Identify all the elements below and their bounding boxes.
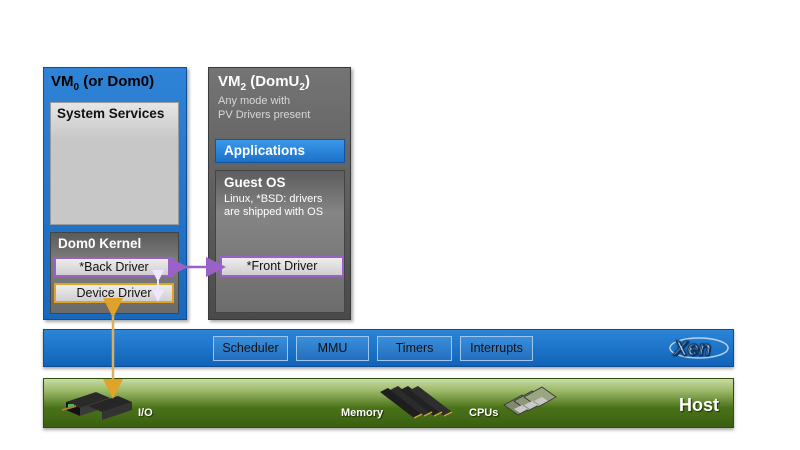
front-driver-box: *Front Driver [220, 256, 344, 277]
xen-logo: Xen [668, 335, 730, 361]
dom0-kernel-label: Dom0 Kernel [58, 236, 142, 251]
cpus-label: CPUs [469, 407, 499, 419]
svg-text:Xen: Xen [673, 338, 711, 360]
system-services-box [50, 102, 179, 225]
vm0-title: VM0 (or Dom0) [51, 73, 155, 93]
io-label: I/O [138, 407, 153, 419]
guest-os-label: Guest OS [224, 175, 286, 190]
vm2-subtitle: Any mode with PV Drivers present [218, 95, 311, 121]
io-device-icon [62, 392, 132, 420]
system-services-label: System Services [57, 106, 165, 121]
back-driver-box: *Back Driver [54, 257, 174, 277]
interrupts-box: Interrupts [460, 336, 533, 361]
host-bar [43, 378, 734, 428]
memory-icon [380, 386, 453, 419]
memory-label: Memory [341, 407, 384, 419]
applications-box: Applications [215, 139, 345, 163]
guest-os-description: Linux, *BSD: drivers are shipped with OS [224, 193, 324, 218]
timers-box: Timers [377, 336, 452, 361]
scheduler-box: Scheduler [213, 336, 288, 361]
host-label: Host [679, 395, 719, 415]
cpu-chips-icon [503, 386, 557, 416]
guest-os-box [215, 170, 345, 313]
mmu-box: MMU [296, 336, 369, 361]
vm2-title: VM2 (DomU2) [218, 73, 310, 93]
